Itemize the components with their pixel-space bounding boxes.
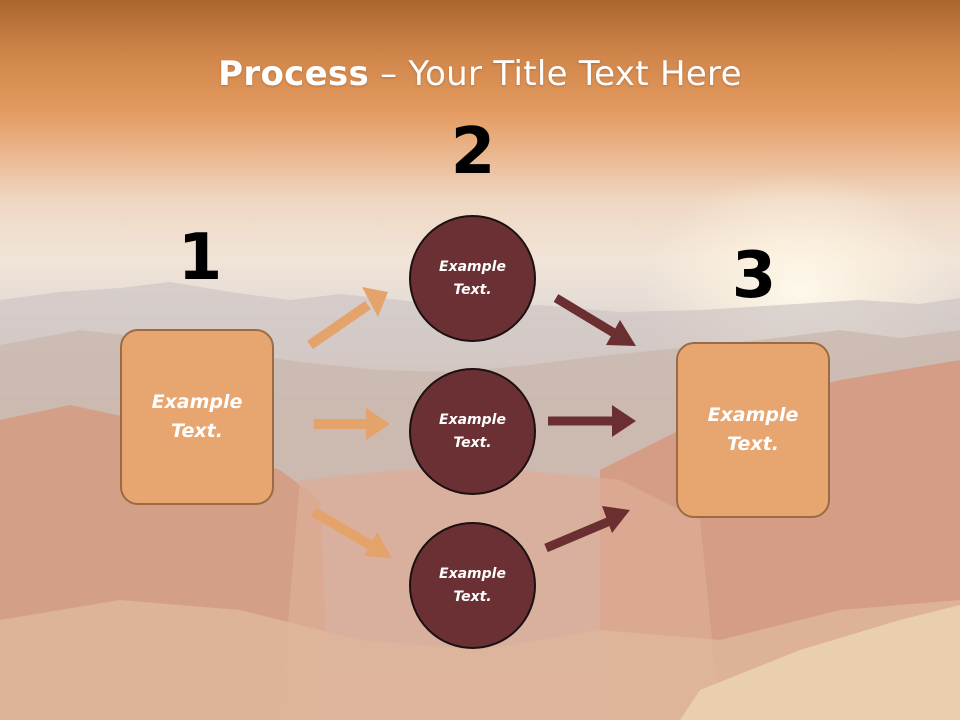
slide-title: Process – Your Title Text Here (0, 52, 960, 96)
arrow-1-to-middle (314, 408, 390, 440)
step-3-number: 3 (731, 239, 777, 313)
step-3-box: Example Text. (676, 342, 830, 518)
step-3-text: Example Text. (707, 404, 799, 455)
arrow-1-to-bottom (311, 507, 392, 558)
step-2-number: 2 (450, 115, 496, 189)
step-1-number: 1 (177, 221, 223, 295)
step-1-box: Example Text. (120, 329, 274, 505)
arrow-bottom-to-3 (544, 506, 630, 553)
title-rest: – Your Title Text Here (369, 54, 742, 94)
step-2-circle-bottom-text: Example Text. (439, 565, 506, 605)
arrow-top-to-3 (553, 294, 636, 346)
title-bold: Process (218, 54, 370, 94)
step-2-circle-top-text: Example Text. (439, 258, 506, 298)
step-2-circle-middle: Example Text. (409, 368, 536, 495)
step-1-text: Example Text. (151, 391, 243, 442)
step-2-circle-middle-text: Example Text. (439, 411, 506, 451)
arrow-middle-to-3 (548, 405, 636, 437)
step-2-circle-top: Example Text. (409, 215, 536, 342)
arrow-1-to-top (307, 287, 388, 350)
step-2-circle-bottom: Example Text. (409, 522, 536, 649)
